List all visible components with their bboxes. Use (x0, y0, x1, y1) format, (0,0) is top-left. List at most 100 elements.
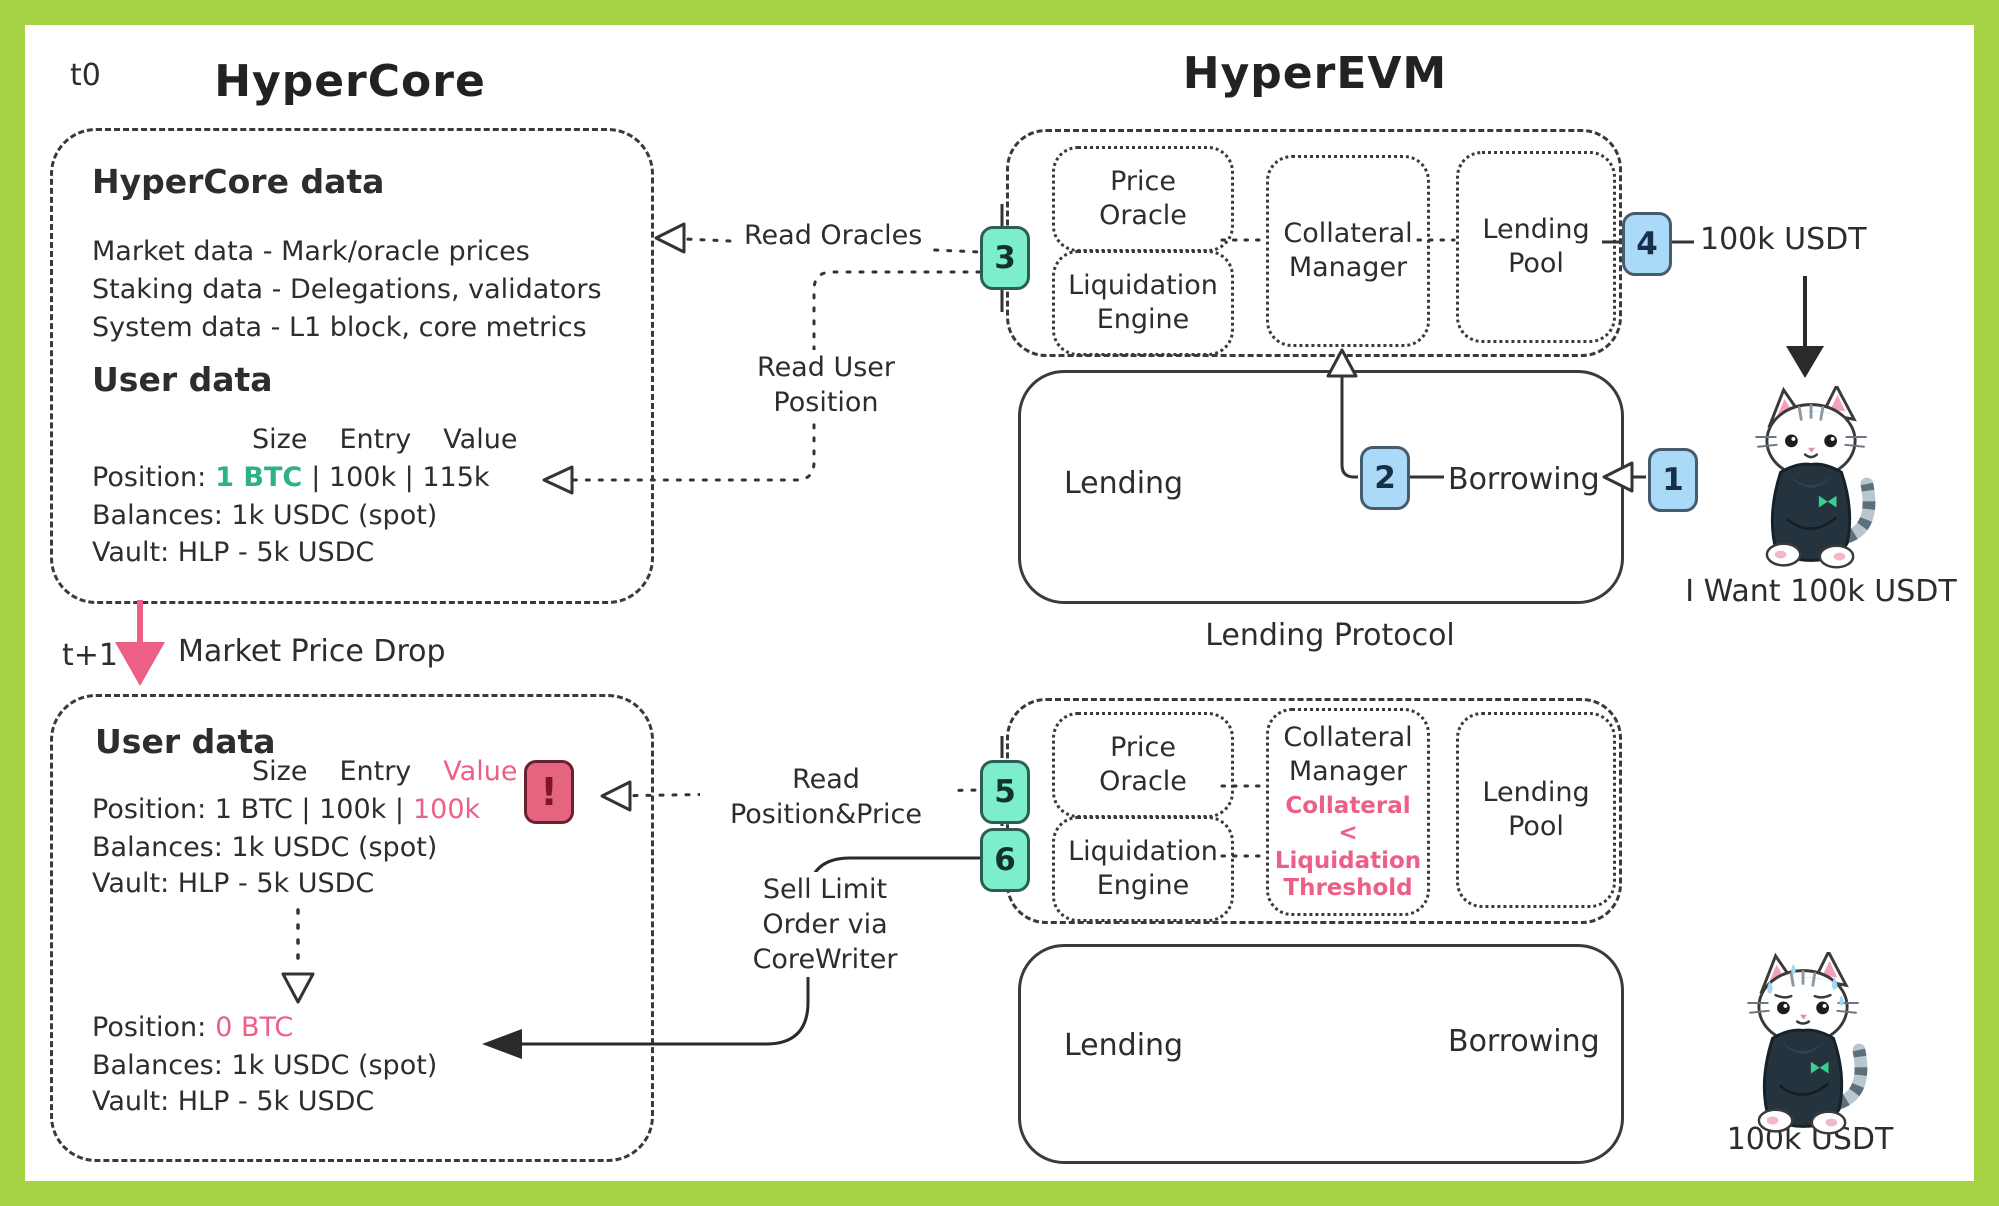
system-data-line: System data - L1 block, core metrics (92, 312, 587, 343)
cat-nose (1800, 1014, 1807, 1020)
usdt-amount-bottom: 100k USDT (1726, 1122, 1894, 1157)
borrower-cat-happy (1755, 386, 1876, 569)
collateral-manager-label: Collateral Manager (1283, 722, 1413, 787)
cat-stripes (1797, 404, 1825, 421)
cat-paw-left-pad (1774, 550, 1787, 559)
cat-logo-left (1810, 1061, 1820, 1074)
step-3-badge: 3 (980, 226, 1030, 290)
lending-pool-label: Lending Pool (1482, 777, 1590, 842)
usdt-amount-top: 100k USDT (1700, 222, 1867, 257)
cat-mouth (1795, 1020, 1811, 1025)
cat-eye-left-shine (1791, 436, 1796, 441)
cat-eye-right-shine (1822, 1003, 1827, 1008)
col-value-alert: Value (443, 756, 518, 787)
exclamation-icon: ! (540, 770, 558, 814)
staking-data-line: Staking data - Delegations, validators (92, 274, 602, 305)
step-2-badge: 2 (1360, 446, 1410, 510)
lending-label-t1: Lending (1064, 1028, 1184, 1063)
hypercore-data-heading: HyperCore data (92, 162, 385, 201)
balances-line-after: Balances: 1k USDC (spot) (92, 1050, 438, 1081)
lending-pool-label: Lending Pool (1482, 214, 1590, 279)
balances-line-t0: Balances: 1k USDC (spot) (92, 500, 438, 531)
user-data-heading-t1: User data (95, 722, 276, 761)
position-table-header-t0: Size Entry Value (252, 424, 517, 456)
hypercore-title: HyperCore (214, 56, 486, 107)
cat-tail-stripes (1844, 482, 1876, 543)
timestamp-t0: t0 (70, 58, 101, 93)
position-row-after-liquidation: Position: 0 BTC (92, 1012, 293, 1044)
user-data-heading-t0: User data (92, 360, 273, 399)
price-oracle-label: Price Oracle (1099, 166, 1187, 231)
cat-eye-right-shine (1830, 436, 1835, 441)
lending-label-t0: Lending (1064, 466, 1184, 501)
step-6-badge: 6 (980, 828, 1030, 892)
sell-limit-corewriter-label: Sell Limit Order via CoreWriter (722, 872, 928, 978)
price-oracle-label: Price Oracle (1099, 732, 1187, 797)
cat-stripes (1789, 970, 1817, 987)
position-label: Position: (92, 462, 207, 493)
position-rest: | 100k | 115k (311, 462, 490, 493)
collateral-manager-box-t1: Collateral Manager Collateral < Liquidat… (1266, 708, 1430, 916)
col-size: Size (252, 424, 308, 455)
i-want-usdt-label: I Want 100k USDT (1685, 574, 1957, 609)
lending-protocol-caption: Lending Protocol (1205, 618, 1455, 653)
cat-pocket (1786, 516, 1838, 530)
collateral-manager-label: Collateral Manager (1283, 218, 1413, 283)
lending-pool-box-t0: Lending Pool (1456, 151, 1616, 343)
col-entry: Entry (339, 424, 412, 455)
cat-paw-right-pad (1833, 552, 1846, 561)
liquidation-engine-label: Liquidation Engine (1068, 836, 1218, 901)
price-oracle-box-t0: Price Oracle (1052, 146, 1234, 252)
cat-mouth (1803, 453, 1819, 459)
liquidation-alert-badge: ! (524, 760, 574, 824)
cat-tail-stripes (1836, 1048, 1868, 1109)
lending-protocol-box-t1 (1018, 944, 1624, 1164)
cat-nose (1808, 447, 1815, 453)
cat-eye-left-shine (1783, 1003, 1788, 1008)
liquidation-engine-box-t0: Liquidation Engine (1052, 250, 1234, 356)
read-oracles-label: Read Oracles (736, 218, 931, 254)
market-price-drop-label: Market Price Drop (178, 634, 446, 669)
market-data-line: Market data - Mark/oracle prices (92, 236, 530, 267)
lending-pool-box-t1: Lending Pool (1456, 712, 1616, 908)
position2-value: 0 BTC (215, 1012, 294, 1043)
borrower-cat-worried (1747, 952, 1868, 1135)
cat-paw-left-pad (1766, 1116, 1779, 1125)
col-value: Value (443, 424, 518, 455)
cat-whiskers (1747, 1001, 1859, 1014)
cat-pocket (1778, 1082, 1830, 1096)
cat-paw-right-pad (1825, 1118, 1838, 1127)
cat-worried-brows (1774, 993, 1832, 999)
cat-eye-right (1816, 1001, 1829, 1015)
step-4-badge: 4 (1622, 212, 1672, 276)
vault-line-after: Vault: HLP - 5k USDC (92, 1086, 375, 1117)
step-1-badge: 1 (1648, 448, 1698, 512)
col-size: Size (252, 756, 308, 787)
borrowing-label-t0: Borrowing (1448, 462, 1600, 497)
col-entry: Entry (339, 756, 412, 787)
hyperevm-title: HyperEVM (1182, 48, 1448, 99)
cat-eye-right (1824, 434, 1837, 448)
vault-line-t0: Vault: HLP - 5k USDC (92, 537, 375, 568)
cat-logo-right (1819, 1061, 1829, 1074)
position2-label: Position: (92, 1012, 207, 1043)
position-row-t1: Position: 1 BTC | 100k | 100k (92, 794, 480, 826)
position-prefix: Position: 1 BTC | 100k | (92, 794, 404, 825)
borrowing-label-t1: Borrowing (1448, 1024, 1600, 1059)
position-size-value: 1 BTC (215, 462, 303, 493)
cat-logo-left (1818, 495, 1828, 508)
position-table-header-t1: Size Entry Value (252, 756, 517, 788)
cat-ear-right-inner (1830, 394, 1846, 412)
cat-eye-left (1777, 1001, 1790, 1015)
cat-eye-left (1785, 434, 1798, 448)
collateral-manager-box-t0: Collateral Manager (1266, 155, 1430, 347)
read-position-price-label: Read Position&Price (700, 762, 952, 833)
cat-whiskers (1755, 435, 1867, 448)
liquidation-engine-label: Liquidation Engine (1068, 270, 1218, 335)
cat-hood-collar (1787, 474, 1835, 488)
cat-hood-collar (1779, 1040, 1827, 1054)
liquidation-engine-box-t1: Liquidation Engine (1052, 816, 1234, 922)
balances-line-t1: Balances: 1k USDC (spot) (92, 832, 438, 863)
position-value-alert: 100k (412, 794, 481, 825)
